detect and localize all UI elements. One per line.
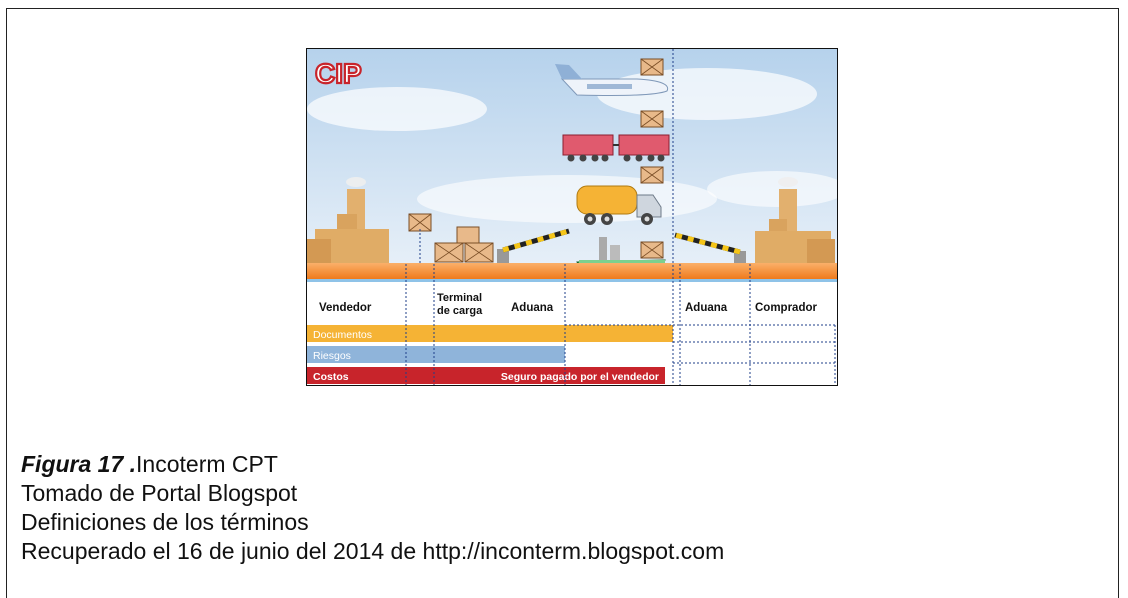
header-vendedor: Vendedor (319, 302, 372, 314)
row-documentos-label: Documentos (313, 329, 372, 341)
incoterm-figure: CIP (306, 48, 838, 386)
water-strip (307, 263, 837, 279)
train-icon (562, 110, 670, 162)
header-terminal-line2: de carga (437, 305, 483, 317)
header-comprador: Comprador (755, 302, 818, 314)
cloud (307, 87, 487, 131)
header-terminal-line1: Terminal (437, 292, 482, 304)
row-costos-label: Costos (313, 371, 349, 383)
cargo-box-icon (408, 213, 432, 232)
cloud (417, 175, 717, 223)
row-costos-note: Seguro pagado por el vendedor (501, 371, 659, 383)
customs-barrier-destination-icon (674, 232, 746, 263)
row-riesgos-label: Riesgos (313, 350, 351, 362)
water-edge (307, 279, 837, 282)
terminal-boxes-icon (434, 226, 494, 263)
cip-badge: CIP (314, 57, 363, 90)
header-aduana-origen: Aduana (511, 302, 554, 314)
page-frame (6, 8, 1119, 598)
caption-subject: Definiciones de los términos (21, 509, 309, 535)
customs-barrier-origin-icon (497, 228, 570, 263)
badge-text: CIP (315, 58, 362, 89)
header-aduana-destino: Aduana (685, 302, 728, 314)
cloud (707, 171, 837, 207)
seller-factory-icon (307, 177, 389, 264)
airplane-icon (555, 58, 669, 96)
buyer-factory-icon (755, 177, 835, 264)
incoterm-illustration: CIP (307, 49, 837, 385)
caption-source: Tomado de Portal Blogspot (21, 480, 298, 506)
row-costos: Costos Seguro pagado por el vendedor (307, 367, 665, 384)
row-riesgos: Riesgos (307, 346, 565, 363)
row-documentos: Documentos (307, 325, 673, 342)
column-separators (405, 49, 836, 385)
figure-title: Incoterm CPT (136, 451, 278, 477)
caption-line-1: Figura 17 .Incoterm CPT (21, 450, 1111, 479)
caption-retrieved: Recuperado el 16 de junio del 2014 de ht… (21, 538, 725, 564)
figure-label: Figura 17 . (21, 451, 137, 477)
truck-icon (576, 166, 664, 225)
figure-caption: Figura 17 .Incoterm CPT Tomado de Portal… (21, 450, 1111, 566)
